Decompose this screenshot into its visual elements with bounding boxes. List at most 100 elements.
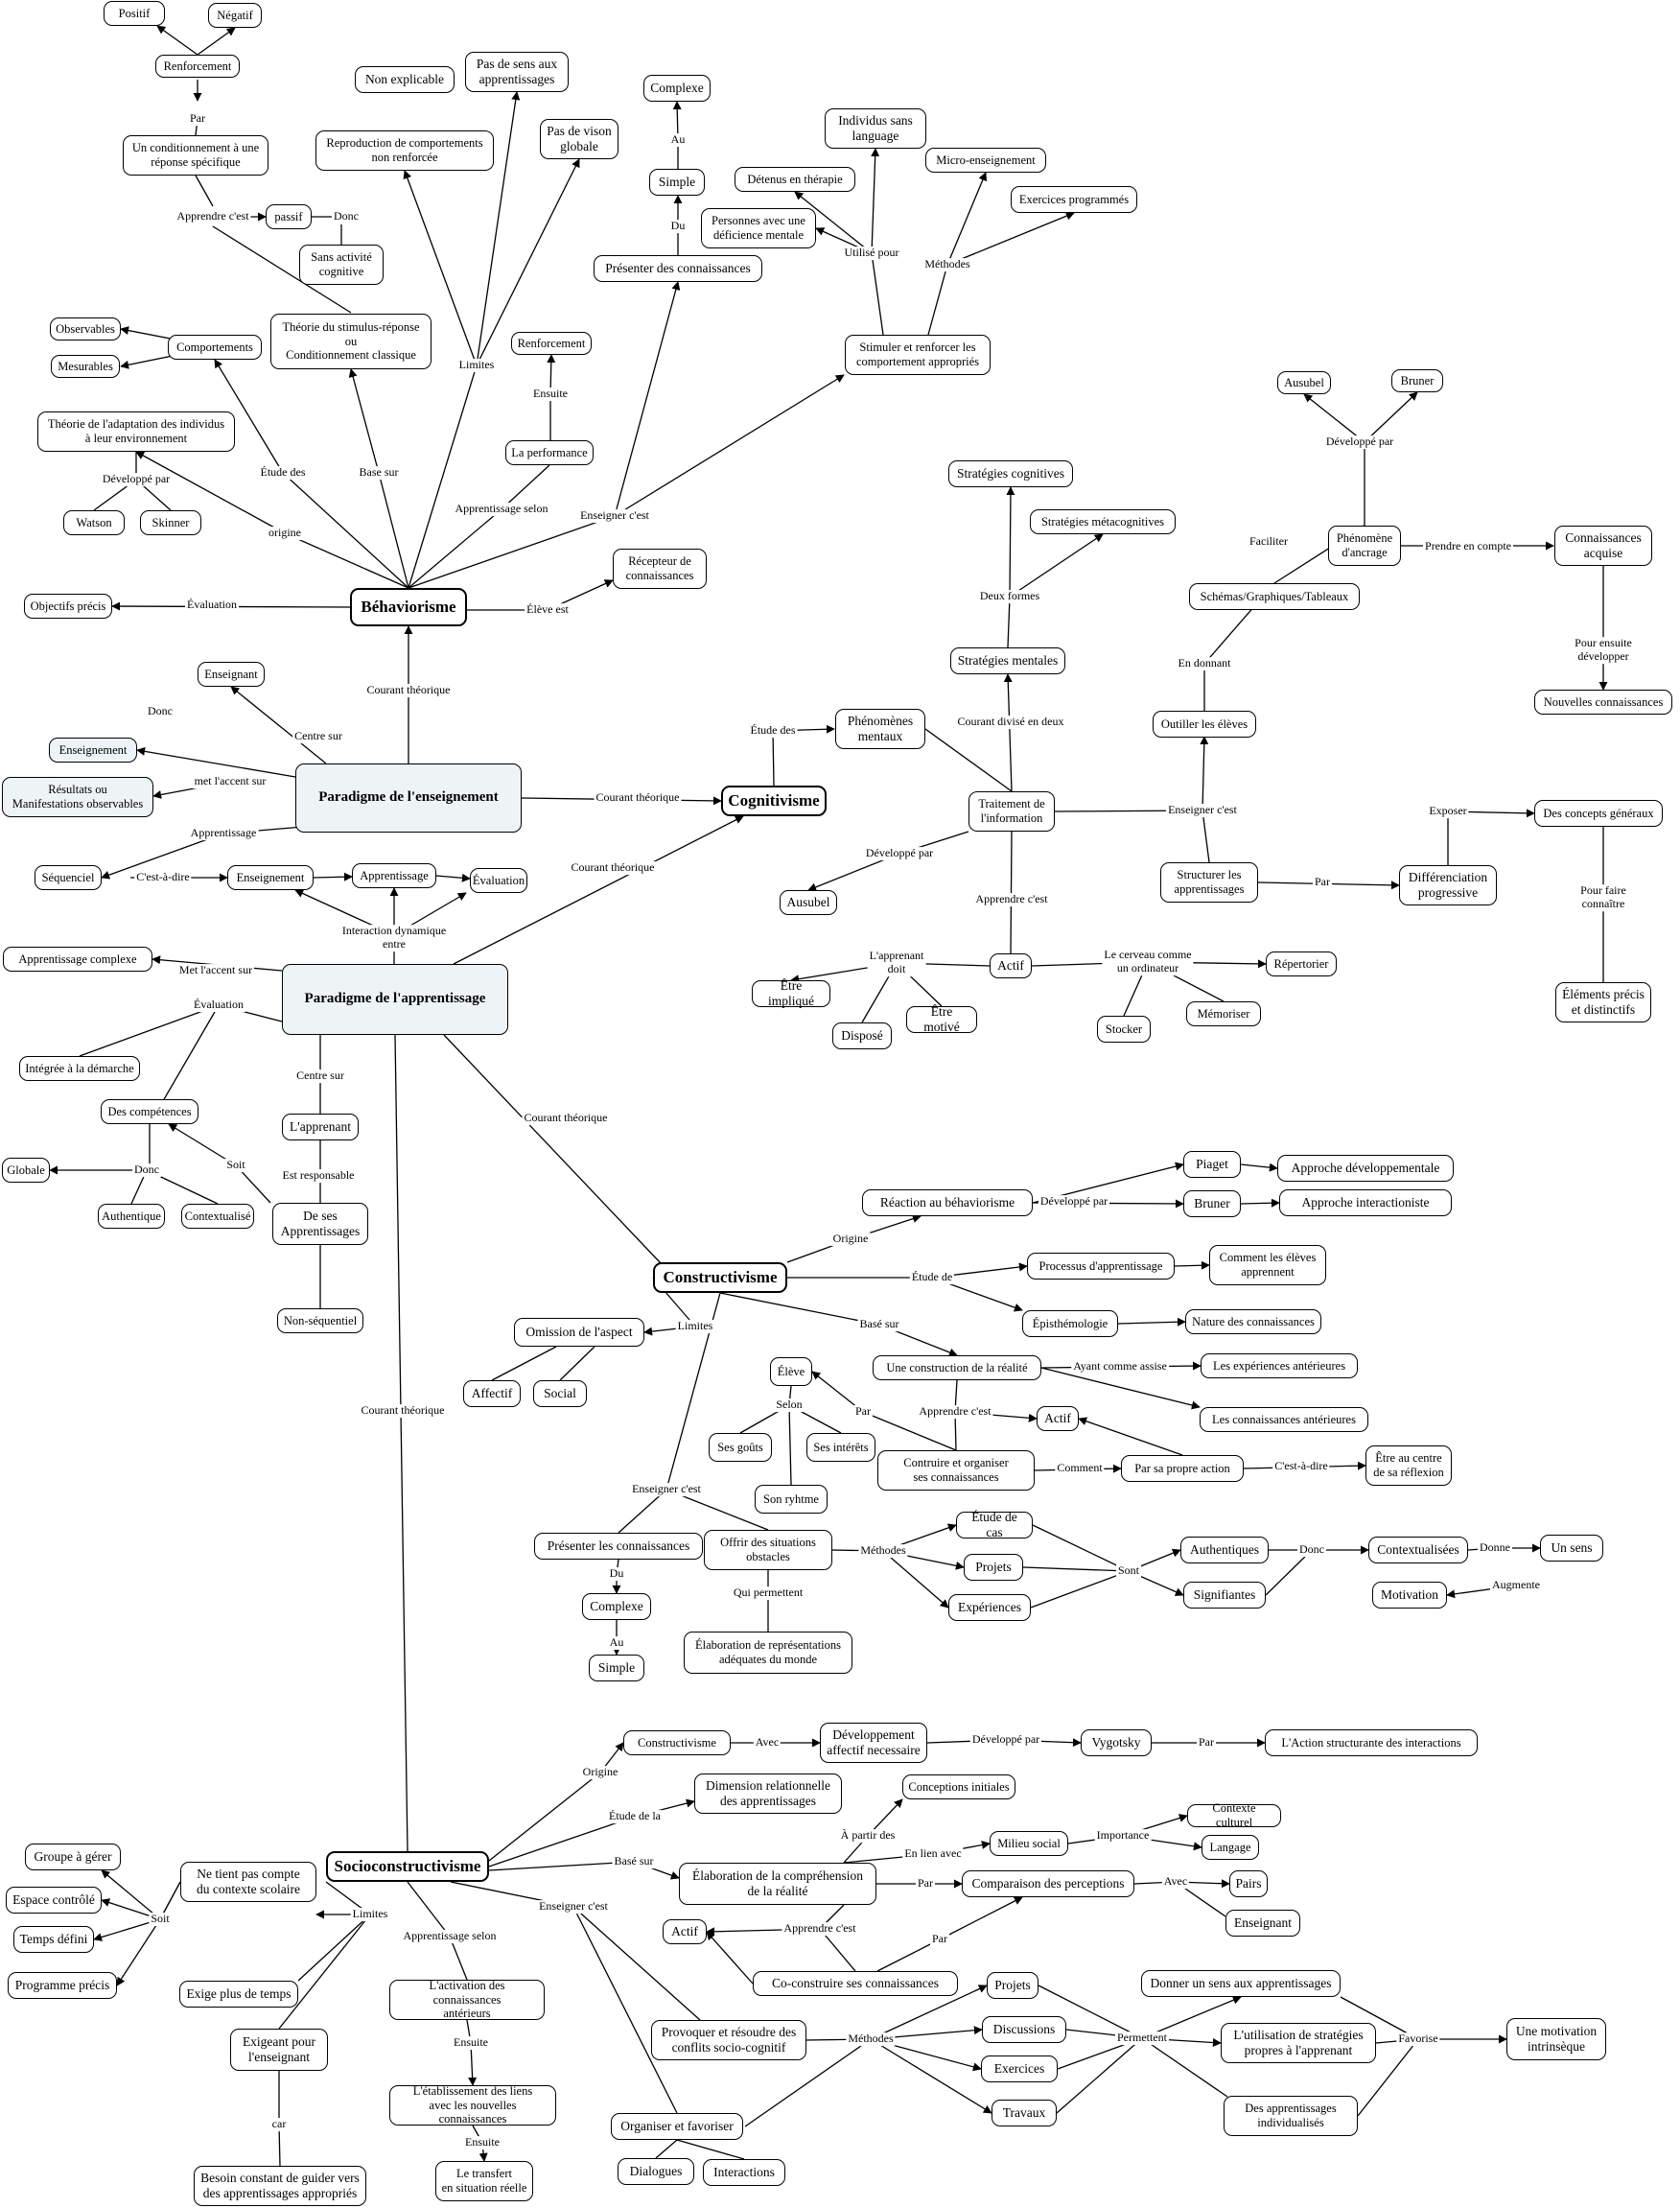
concept-node-renf1[interactable]: Renforcement bbox=[155, 55, 240, 78]
concept-node-eleve[interactable]: Élève bbox=[770, 1357, 812, 1386]
concept-node-apprentissage1[interactable]: Apprentissage bbox=[352, 863, 436, 888]
concept-node-negatif[interactable]: Négatif bbox=[208, 3, 262, 28]
concept-node-experiences[interactable]: Expériences bbox=[948, 1594, 1031, 1621]
concept-node-sequentiel[interactable]: Séquenciel bbox=[35, 865, 102, 890]
concept-node-espace[interactable]: Espace contrôlé bbox=[6, 1887, 102, 1914]
concept-node-phenment[interactable]: Phénomènes mentaux bbox=[835, 709, 925, 749]
concept-node-dialogues[interactable]: Dialogues bbox=[618, 2158, 694, 2185]
concept-node-indiv[interactable]: Individus sans language bbox=[825, 108, 926, 149]
concept-node-stratcog[interactable]: Stratégies cognitives bbox=[948, 460, 1073, 487]
concept-node-bruner1[interactable]: Bruner bbox=[1391, 369, 1443, 392]
concept-node-renf2[interactable]: Renforcement bbox=[511, 332, 592, 355]
concept-node-actif2[interactable]: Actif bbox=[1037, 1406, 1079, 1431]
concept-node-mesur[interactable]: Mesurables bbox=[51, 355, 120, 378]
concept-node-interactions[interactable]: Interactions bbox=[703, 2159, 785, 2186]
concept-node-passif[interactable]: passif bbox=[266, 204, 312, 229]
concept-node-enseignement2[interactable]: Enseignement bbox=[227, 865, 314, 890]
concept-node-etreaucentre[interactable]: Être au centre de sa réflexion bbox=[1365, 1445, 1452, 1486]
concept-node-cons[interactable]: Constructivisme bbox=[653, 1262, 787, 1293]
concept-node-repertorier[interactable]: Répertorier bbox=[1266, 951, 1337, 976]
concept-node-stimrenf[interactable]: Stimuler et renforcer les comportement a… bbox=[845, 335, 991, 375]
concept-node-integree[interactable]: Intégrée à la démarche bbox=[19, 1056, 140, 1081]
concept-node-outiller[interactable]: Outiller les élèves bbox=[1153, 711, 1256, 738]
concept-node-pens[interactable]: Paradigme de l'enseignement bbox=[295, 763, 522, 833]
concept-node-laction[interactable]: L'Action structurante des interactions bbox=[1265, 1729, 1478, 1756]
concept-node-exercices[interactable]: Exercices bbox=[981, 2055, 1058, 2082]
concept-node-nonexpl[interactable]: Non explicable bbox=[355, 66, 455, 93]
concept-node-diffprog[interactable]: Différenciation progressive bbox=[1399, 865, 1497, 905]
concept-node-construction[interactable]: Une construction de la réalité bbox=[873, 1355, 1041, 1380]
concept-node-structurer[interactable]: Structurer les apprentissages bbox=[1160, 862, 1258, 903]
concept-node-perf[interactable]: La performance bbox=[505, 440, 594, 465]
concept-node-piaget[interactable]: Piaget bbox=[1183, 1151, 1241, 1178]
concept-node-sansact[interactable]: Sans activité cognitive bbox=[299, 245, 384, 285]
concept-node-comport[interactable]: Comportements bbox=[168, 335, 262, 360]
concept-node-pasvis[interactable]: Pas de vison globale bbox=[540, 119, 618, 159]
concept-node-enseignement1[interactable]: Enseignement bbox=[49, 738, 137, 763]
concept-node-traitinfo[interactable]: Traitement de l'information bbox=[968, 791, 1055, 832]
concept-node-etremot[interactable]: Être motivé bbox=[906, 1004, 977, 1034]
concept-node-sesinterets[interactable]: Ses intérêts bbox=[806, 1433, 875, 1462]
concept-node-simple1[interactable]: Simple bbox=[649, 169, 705, 196]
concept-node-repro[interactable]: Reproduction de comportements non renfor… bbox=[315, 130, 494, 171]
concept-node-bruner2[interactable]: Bruner bbox=[1183, 1190, 1241, 1217]
concept-node-ausubel2[interactable]: Ausubel bbox=[1277, 371, 1331, 394]
concept-node-commentles[interactable]: Comment les élèves apprennent bbox=[1209, 1245, 1326, 1285]
concept-node-nonseq[interactable]: Non-séquentiel bbox=[277, 1308, 363, 1333]
concept-node-authentique1[interactable]: Authentique bbox=[98, 1204, 165, 1229]
concept-node-motivation[interactable]: Motivation bbox=[1372, 1582, 1447, 1609]
concept-node-authentiques[interactable]: Authentiques bbox=[1180, 1537, 1269, 1563]
concept-node-actif1[interactable]: Actif bbox=[990, 953, 1032, 978]
concept-node-etabliss[interactable]: L'établissement des liens avec les nouve… bbox=[389, 2084, 556, 2126]
concept-node-etreimp[interactable]: Être impliqué bbox=[752, 978, 830, 1008]
concept-node-offrir[interactable]: Offrir des situations obstacles bbox=[704, 1530, 832, 1570]
concept-node-cog[interactable]: Cognitivisme bbox=[721, 786, 827, 816]
concept-node-expant[interactable]: Les expériences antérieures bbox=[1201, 1353, 1358, 1378]
concept-node-constructivisme2[interactable]: Constructivisme bbox=[623, 1730, 731, 1755]
concept-node-parsapropre[interactable]: Par sa propre action bbox=[1121, 1455, 1244, 1482]
concept-node-elabcomp[interactable]: Élaboration de la compréhension de la ré… bbox=[679, 1863, 876, 1905]
concept-node-enseignant1[interactable]: Enseignant bbox=[198, 662, 265, 687]
concept-node-desapp[interactable]: Des apprentissages individualisés bbox=[1224, 2096, 1358, 2136]
concept-node-temps[interactable]: Temps défini bbox=[13, 1926, 94, 1953]
concept-node-papp[interactable]: Paradigme de l'apprentissage bbox=[282, 964, 508, 1035]
concept-node-detenus[interactable]: Détenus en thérapie bbox=[735, 167, 855, 192]
concept-node-approdev[interactable]: Approche développementale bbox=[1277, 1155, 1454, 1182]
concept-node-elabrep[interactable]: Élaboration de représentations adéquates… bbox=[684, 1632, 852, 1674]
concept-node-globale[interactable]: Globale bbox=[2, 1158, 50, 1183]
concept-node-recept[interactable]: Récepteur de connaissances bbox=[613, 549, 707, 589]
concept-node-contexcult[interactable]: Contexte culturel bbox=[1187, 1801, 1281, 1829]
concept-node-schemas[interactable]: Schémas/Graphiques/Tableaux bbox=[1189, 583, 1360, 610]
concept-node-discussions[interactable]: Discussions bbox=[982, 2016, 1066, 2043]
concept-node-positif[interactable]: Positif bbox=[104, 1, 165, 26]
concept-node-lutilisation[interactable]: L'utilisation de stratégies propres à l'… bbox=[1221, 2023, 1376, 2063]
concept-node-exigeant[interactable]: Exigeant pour l'enseignant bbox=[230, 2029, 328, 2071]
concept-node-activation[interactable]: L'activation des connaissances antérieur… bbox=[389, 1979, 545, 2020]
concept-node-complexe2[interactable]: Complexe bbox=[582, 1593, 651, 1620]
concept-node-passens[interactable]: Pas de sens aux apprentissages bbox=[465, 52, 569, 92]
concept-node-natureconn[interactable]: Nature des connaissances bbox=[1185, 1309, 1321, 1334]
concept-node-projets2[interactable]: Projets bbox=[987, 1972, 1038, 1999]
concept-node-besoin[interactable]: Besoin constant de guider vers des appre… bbox=[194, 2166, 366, 2206]
concept-node-beh[interactable]: Béhaviorisme bbox=[350, 588, 467, 626]
concept-node-vygotsky[interactable]: Vygotsky bbox=[1081, 1729, 1152, 1756]
concept-node-coconstruire[interactable]: Co-construire ses connaissances bbox=[753, 1971, 958, 1996]
concept-node-epistemo[interactable]: Épisthémologie bbox=[1022, 1310, 1118, 1337]
concept-node-social[interactable]: Social bbox=[533, 1380, 587, 1407]
concept-node-organiser[interactable]: Organiser et favoriser bbox=[611, 2113, 743, 2140]
concept-node-contruire[interactable]: Contruire et organiser ses connaissances bbox=[877, 1450, 1035, 1491]
concept-node-exprog[interactable]: Exercices programmés bbox=[1011, 186, 1137, 213]
concept-node-conceptsgen[interactable]: Des concepts généraux bbox=[1534, 800, 1663, 827]
concept-node-processus[interactable]: Processus d'apprentissage bbox=[1027, 1253, 1175, 1280]
concept-node-ausubel1[interactable]: Ausubel bbox=[780, 890, 837, 915]
concept-node-contextualisees[interactable]: Contextualisées bbox=[1368, 1537, 1468, 1563]
concept-node-presconn2[interactable]: Présenter les connaissances bbox=[534, 1533, 703, 1560]
concept-node-actif3[interactable]: Actif bbox=[663, 1919, 707, 1944]
concept-node-microens[interactable]: Micro-enseignement bbox=[925, 148, 1046, 173]
concept-node-reaction[interactable]: Réaction au béhaviorisme bbox=[862, 1189, 1033, 1216]
concept-node-theoadapt[interactable]: Théorie de l'adaptation des individus à … bbox=[37, 411, 235, 452]
concept-node-simple2[interactable]: Simple bbox=[589, 1655, 644, 1681]
concept-node-omission[interactable]: Omission de l'aspect bbox=[514, 1318, 644, 1347]
concept-node-provoquer[interactable]: Provoquer et résoudre des conflits socio… bbox=[651, 2020, 806, 2060]
concept-node-stratment[interactable]: Stratégies mentales bbox=[950, 647, 1065, 674]
